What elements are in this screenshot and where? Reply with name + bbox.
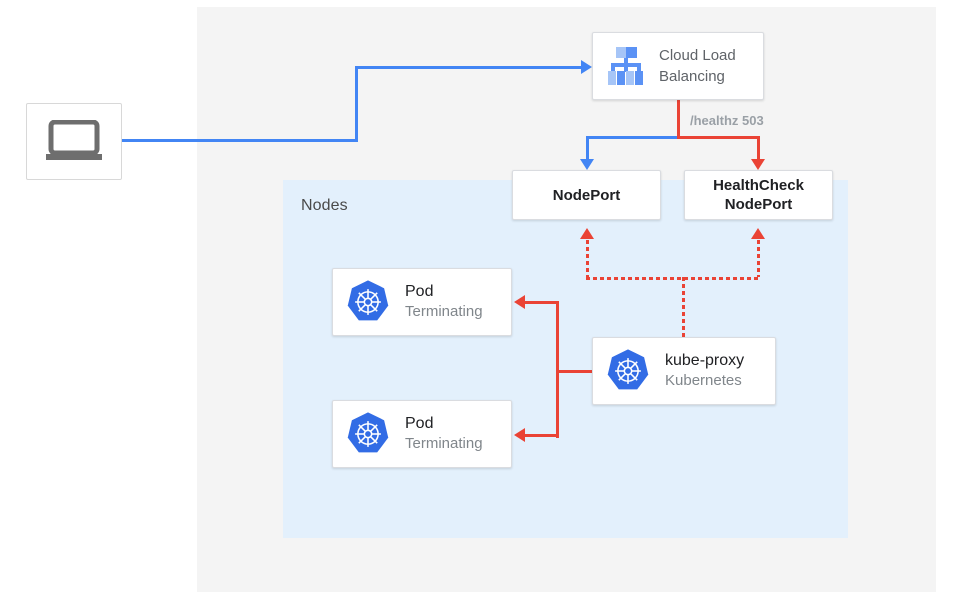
edge-kubeproxy-to-pod1-arrowhead xyxy=(514,295,525,309)
edge-kubeproxy-up-dot-v xyxy=(682,277,685,338)
edge-kubeproxy-out-h xyxy=(556,370,594,373)
healthcheck-nodeport-node[interactable]: HealthCheck NodePort xyxy=(684,170,833,220)
healthcheck-nodeport-label: HealthCheck NodePort xyxy=(713,176,804,214)
edge-lb-down-v xyxy=(677,100,680,139)
pod-2-status: Terminating xyxy=(405,435,483,452)
edge-kubeproxy-to-hcnodeport-dot-v xyxy=(757,240,760,277)
cloud-load-balancing-label-line1: Cloud Load xyxy=(659,47,736,64)
healthz-edge-label: /healthz 503 xyxy=(690,113,764,128)
edge-lb-to-nodeport-arrowhead xyxy=(580,159,594,170)
client-node[interactable] xyxy=(26,103,122,180)
edge-lb-to-hcnodeport-v xyxy=(757,136,760,164)
cloud-load-balancing-node[interactable]: Cloud Load Balancing xyxy=(592,32,764,100)
edge-kubeproxy-to-pod2-h xyxy=(525,434,559,437)
edge-kubeproxy-to-pod1-h xyxy=(525,301,559,304)
edge-kubeproxy-bus-dot-h xyxy=(586,277,760,280)
kubernetes-icon xyxy=(345,411,391,457)
edge-lb-to-nodeport-h xyxy=(586,136,678,139)
edge-client-to-lb-h2 xyxy=(355,66,583,69)
healthcheck-nodeport-label-line2: NodePort xyxy=(724,196,793,213)
pod-node-2[interactable]: Pod Terminating xyxy=(332,400,512,468)
edge-kubeproxy-to-pod2-arrowhead xyxy=(514,428,525,442)
pod-1-title: Pod xyxy=(405,283,434,300)
edge-client-to-lb-v xyxy=(355,66,358,142)
kube-proxy-subtitle: Kubernetes xyxy=(665,372,742,389)
kube-proxy-text: kube-proxy Kubernetes xyxy=(665,351,744,391)
pod-2-title: Pod xyxy=(405,415,434,432)
edge-kubeproxy-to-nodeport-dot-v xyxy=(586,240,589,277)
nodeport-node[interactable]: NodePort xyxy=(512,170,661,220)
cloud-load-balancing-label: Cloud Load Balancing xyxy=(659,45,736,87)
kube-proxy-node[interactable]: kube-proxy Kubernetes xyxy=(592,337,776,405)
cloud-load-balancing-icon xyxy=(603,45,649,87)
edge-client-to-lb-h1 xyxy=(122,139,358,142)
edge-kubeproxy-to-nodeport-arrowhead xyxy=(580,228,594,239)
laptop-icon xyxy=(45,119,103,164)
edge-kubeproxy-to-hcnodeport-arrowhead xyxy=(751,228,765,239)
nodes-panel-label: Nodes xyxy=(301,197,348,214)
edge-lb-to-hcnodeport-arrowhead xyxy=(751,159,765,170)
cloud-load-balancing-label-line2: Balancing xyxy=(659,68,725,85)
kubernetes-icon xyxy=(345,279,391,325)
pod-2-text: Pod Terminating xyxy=(405,414,483,454)
kubernetes-icon xyxy=(605,348,651,394)
pod-1-status: Terminating xyxy=(405,303,483,320)
healthcheck-nodeport-label-line1: HealthCheck xyxy=(713,177,804,194)
edge-kubeproxy-pods-v xyxy=(556,302,559,438)
nodeport-label: NodePort xyxy=(552,186,621,204)
edge-lb-to-nodeport-v xyxy=(586,136,589,164)
kube-proxy-title: kube-proxy xyxy=(665,352,745,369)
edge-lb-to-hcnodeport-h xyxy=(677,136,760,139)
pod-node-1[interactable]: Pod Terminating xyxy=(332,268,512,336)
pod-1-text: Pod Terminating xyxy=(405,282,483,322)
edge-client-to-lb-arrowhead xyxy=(581,60,592,74)
